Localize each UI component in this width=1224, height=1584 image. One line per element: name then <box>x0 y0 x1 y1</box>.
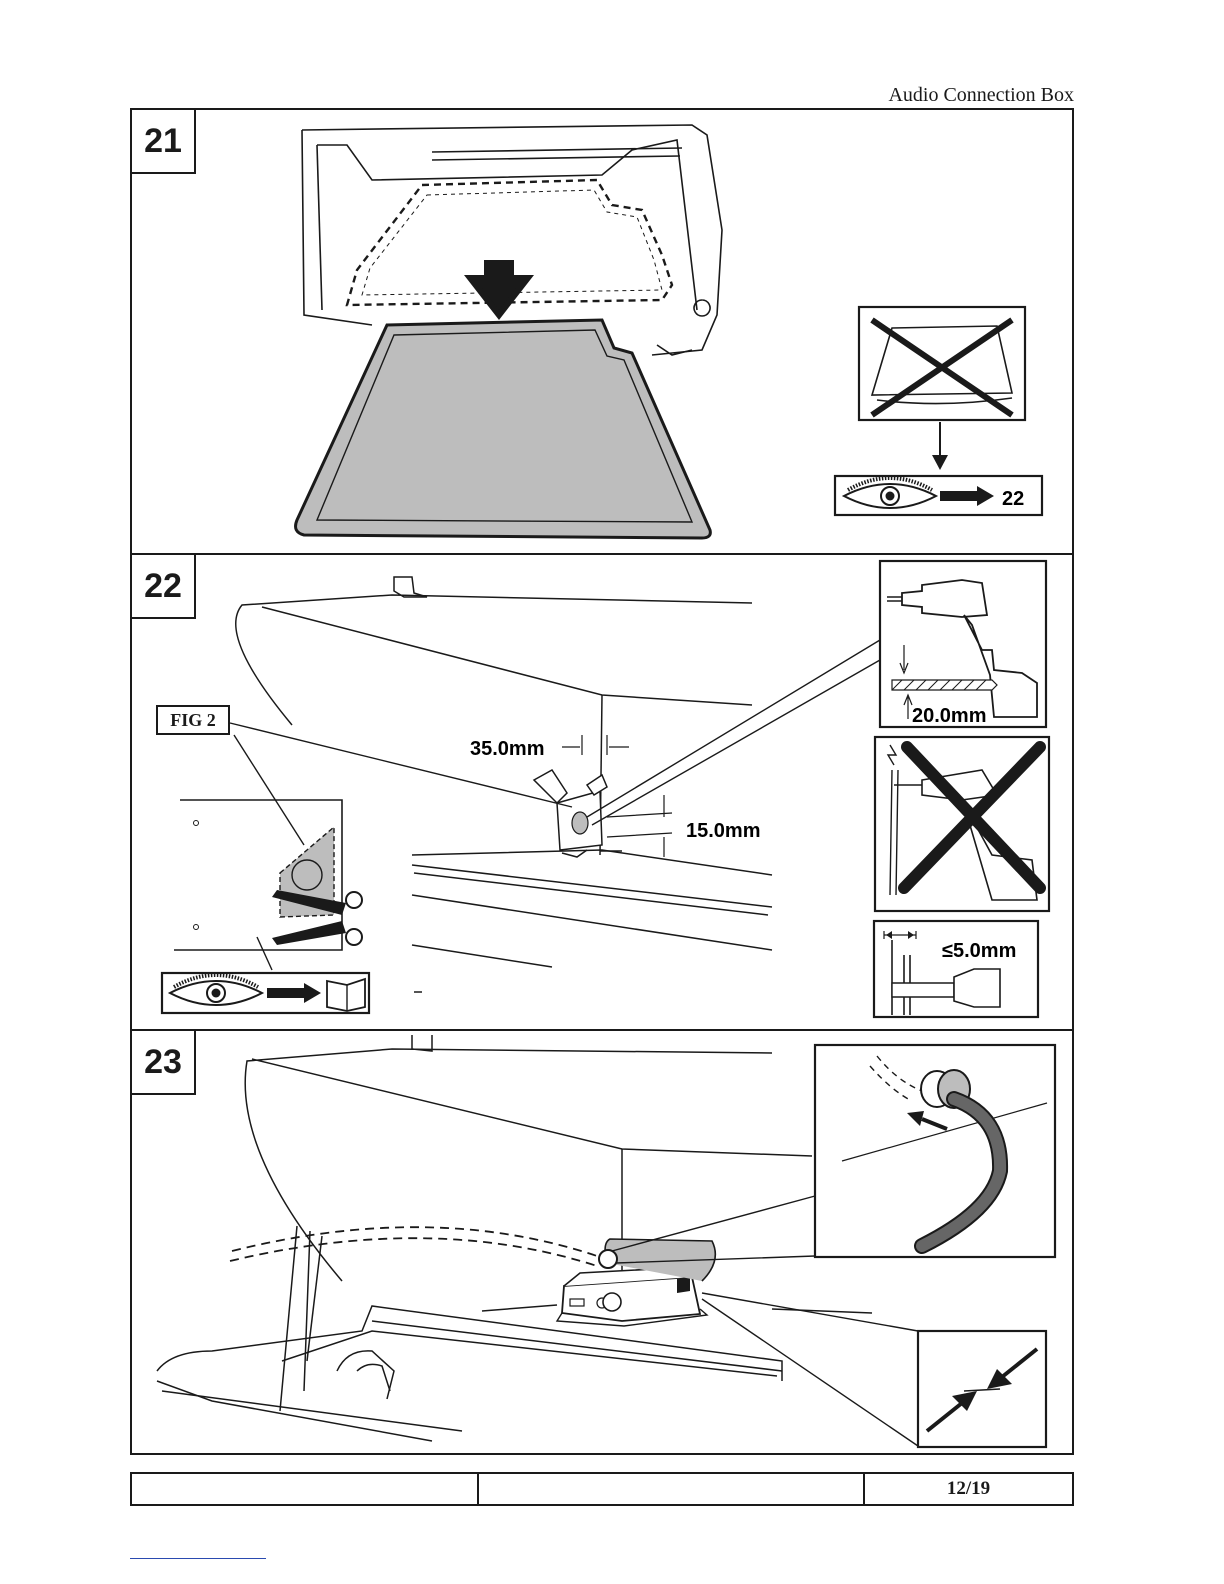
audio-connection-box <box>557 1239 715 1326</box>
step-21-panel: 21 <box>132 110 1072 553</box>
grommet-inset <box>815 1045 1055 1257</box>
no-power-drill-box <box>875 737 1049 911</box>
step-23-illustration <box>132 1031 1072 1455</box>
footer-link-underline <box>130 1558 266 1559</box>
wrong-orientation-box <box>859 307 1025 420</box>
page-number: 12/19 <box>865 1474 1072 1504</box>
scissors-icon <box>272 890 362 945</box>
dimension-35mm: 35.0mm <box>470 738 545 760</box>
footer-cell-left <box>132 1474 479 1504</box>
next-step-ref: 22 <box>1002 488 1024 510</box>
step-22-panel: 22 FIG 2 <box>132 553 1072 1029</box>
press-together-inset <box>918 1331 1046 1447</box>
step-number: 23 <box>132 1031 196 1095</box>
see-step-box: 22 <box>835 476 1042 515</box>
trunk-tray <box>296 320 711 538</box>
page-footer: 12/19 <box>130 1472 1074 1506</box>
footer-cell-middle <box>479 1474 865 1504</box>
document-title: Audio Connection Box <box>888 84 1074 107</box>
step-22-illustration: 35.0mm 15.0mm <box>132 555 1072 1031</box>
drill-depth-box: ≤5.0mm <box>874 921 1038 1017</box>
dimension-15mm: 15.0mm <box>686 820 761 842</box>
step-number: 22 <box>132 555 196 619</box>
step-21-illustration: 22 <box>132 110 1072 553</box>
step-number: 21 <box>132 110 196 174</box>
drill-size-box: 20.0mm <box>880 561 1046 727</box>
dimension-20mm: 20.0mm <box>912 705 987 727</box>
fig-label: FIG 2 <box>156 705 230 735</box>
see-figure-box <box>162 973 369 1013</box>
step-23-panel: 23 <box>132 1029 1072 1453</box>
arrow-down-icon <box>932 455 948 470</box>
fig-2-inset <box>174 800 362 970</box>
dimension-max-depth: ≤5.0mm <box>942 940 1016 962</box>
instruction-frame: 21 <box>130 108 1074 1455</box>
